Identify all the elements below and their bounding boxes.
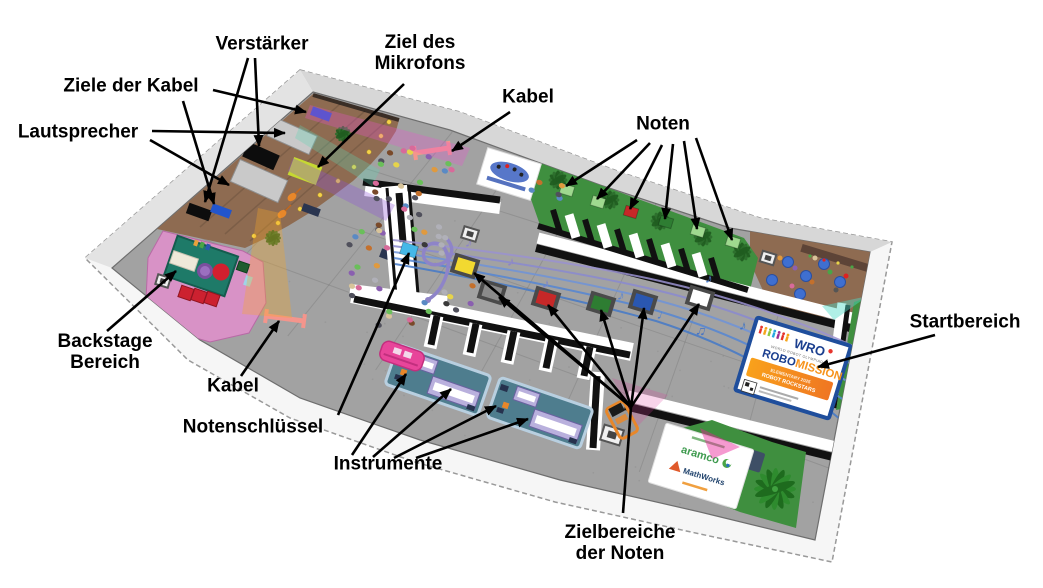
music-note-icon: ♪ bbox=[541, 275, 552, 292]
svg-text:♪: ♪ bbox=[506, 253, 517, 270]
svg-text:♩: ♩ bbox=[655, 306, 673, 325]
label-kabel-oben: Kabel bbox=[502, 86, 554, 108]
guitar-prop bbox=[277, 204, 292, 219]
microphone-target bbox=[287, 156, 323, 186]
music-note-icon: ♪ bbox=[616, 287, 627, 304]
svg-text:♪: ♪ bbox=[738, 317, 749, 334]
guitar-prop bbox=[287, 187, 302, 202]
instrument-table bbox=[486, 376, 594, 450]
pink-car bbox=[379, 340, 425, 372]
lounge-table bbox=[794, 288, 806, 300]
annotation-arrows bbox=[106, 57, 936, 514]
backstage-area bbox=[145, 230, 267, 343]
qr-marker bbox=[459, 224, 481, 244]
label-kabel-unten: Kabel bbox=[207, 375, 259, 397]
music-note-icon: ♪ bbox=[704, 270, 715, 287]
lounge-table bbox=[782, 256, 794, 268]
music-note-icon: ♪ bbox=[506, 253, 517, 270]
label-startbereich: Startbereich bbox=[909, 311, 1021, 333]
lounge-table bbox=[766, 274, 778, 286]
note-target-square-blue bbox=[627, 288, 659, 316]
lounge-table bbox=[800, 270, 812, 282]
music-note-icon: ♪ bbox=[738, 317, 749, 334]
note-target-square-yellow bbox=[449, 252, 481, 280]
label-notenschluessel: Notenschlüssel bbox=[182, 416, 324, 438]
backstage-couch bbox=[177, 284, 221, 308]
palm-plant bbox=[754, 468, 796, 510]
qr-marker bbox=[758, 249, 778, 267]
label-noten: Noten bbox=[636, 113, 690, 135]
label-ziele-der-kabel: Ziele der Kabel bbox=[63, 75, 199, 97]
backstage-table bbox=[168, 249, 200, 273]
cable-target-1 bbox=[310, 106, 332, 122]
svg-text:♪: ♪ bbox=[616, 287, 627, 304]
backstage-chair bbox=[212, 263, 230, 281]
band-poster bbox=[476, 147, 542, 201]
svg-text:♪: ♪ bbox=[464, 234, 475, 251]
svg-text:♪: ♪ bbox=[541, 275, 552, 292]
music-note-icon: ♩ bbox=[655, 306, 673, 325]
music-note-icon: ♫ bbox=[694, 321, 708, 339]
amplifier-2 bbox=[185, 202, 213, 222]
audience bbox=[346, 145, 565, 328]
label-verstaerker: Verstärker bbox=[215, 33, 309, 55]
cable-target-2 bbox=[210, 203, 232, 219]
cable bbox=[263, 308, 307, 329]
speaker-2 bbox=[229, 158, 289, 204]
amplifier-1 bbox=[242, 141, 280, 171]
svg-text:♫: ♫ bbox=[694, 321, 708, 339]
svg-text:♪: ♪ bbox=[704, 270, 715, 287]
lounge-table bbox=[834, 276, 846, 288]
music-note-icon: ♪ bbox=[464, 234, 475, 251]
label-lautsprecher: Lautsprecher bbox=[17, 121, 139, 143]
label-instrumente: Instrumente bbox=[333, 453, 443, 475]
